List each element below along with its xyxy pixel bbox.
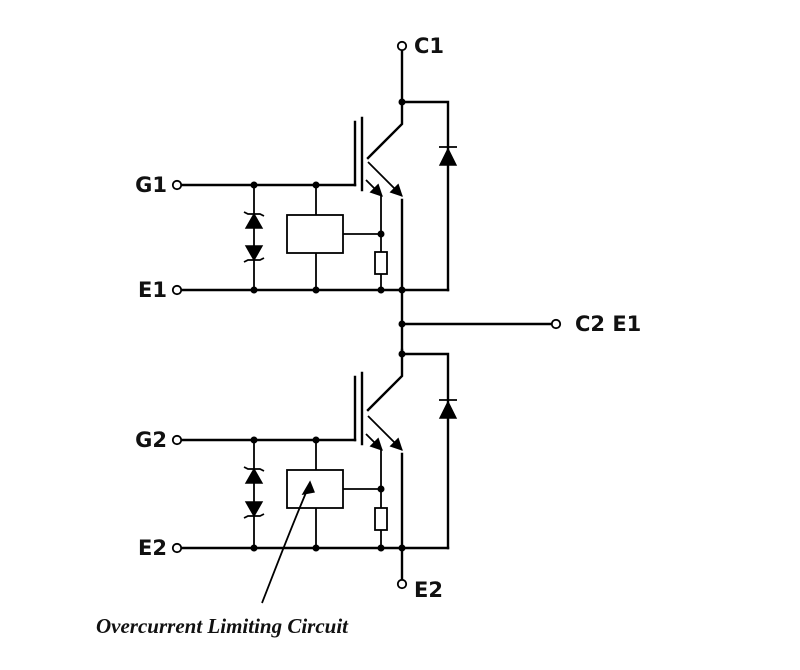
upper-zener-2-icon	[244, 245, 264, 262]
lower-igbt-stage	[179, 371, 458, 582]
lower-overcurrent-box	[286, 469, 344, 509]
upper-overcurrent-box	[286, 214, 344, 254]
upper-igbt-stage	[179, 48, 458, 352]
lower-zener-2-icon	[244, 501, 264, 518]
caption-leader-line	[261, 487, 309, 604]
g2-zener-junction	[250, 436, 258, 444]
lower-zener-1-icon	[244, 467, 264, 484]
e2-j4	[398, 544, 406, 552]
e1-j3	[377, 286, 385, 294]
e1-j1	[250, 286, 258, 294]
label-e1: E1	[138, 278, 167, 302]
lower-collector-rail	[400, 352, 450, 550]
c1-junction	[398, 98, 406, 106]
c2e1-terminal	[550, 318, 562, 330]
upper-sense-resistor-icon	[374, 251, 388, 275]
lower-sense-emitter-arrow	[365, 433, 383, 451]
upper-zener-1-icon	[244, 212, 264, 229]
e2-j3	[377, 544, 385, 552]
e2-j2	[312, 544, 320, 552]
c2e1-junction	[398, 320, 406, 328]
upper-freewheel-diode-icon	[438, 147, 458, 166]
label-e2-left: E2	[138, 536, 167, 560]
label-e2-bottom: E2	[414, 578, 443, 602]
e1-j4	[398, 286, 406, 294]
e2-left-terminal	[171, 542, 183, 554]
label-g1: G1	[135, 173, 167, 197]
upper-zener-2-bar	[243, 257, 265, 263]
lower-main-emitter-arrow	[367, 415, 403, 451]
upper-main-emitter-arrow	[367, 161, 403, 197]
e2-bottom-terminal	[396, 578, 408, 590]
caption-leader-arrowhead	[301, 480, 315, 495]
g1-terminal	[171, 179, 183, 191]
c1-wire	[400, 48, 450, 292]
label-c1: C1	[414, 34, 444, 58]
g1-zener-junction	[250, 181, 258, 189]
g1-ocl-junction	[312, 181, 320, 189]
upper-sense-emitter-arrow	[365, 179, 383, 197]
upper-zener-1-bar	[243, 211, 265, 217]
c1-terminal	[396, 40, 408, 52]
lower-sense-resistor-icon	[374, 507, 388, 531]
e1-j2	[312, 286, 320, 294]
g2-ocl-junction	[312, 436, 320, 444]
lower-zener-2-bar	[243, 513, 265, 519]
label-c2e1: C2 E1	[575, 312, 641, 336]
e2-j1	[250, 544, 258, 552]
overcurrent-caption: Overcurrent Limiting Circuit	[96, 614, 349, 638]
lower-collector-lead	[366, 348, 404, 412]
upper-collector-lead	[366, 100, 404, 160]
label-g2: G2	[135, 428, 167, 452]
g2-terminal	[171, 434, 183, 446]
e1-terminal	[171, 284, 183, 296]
lower-freewheel-diode-icon	[438, 400, 458, 419]
lower-zener-1-bar	[243, 466, 265, 472]
